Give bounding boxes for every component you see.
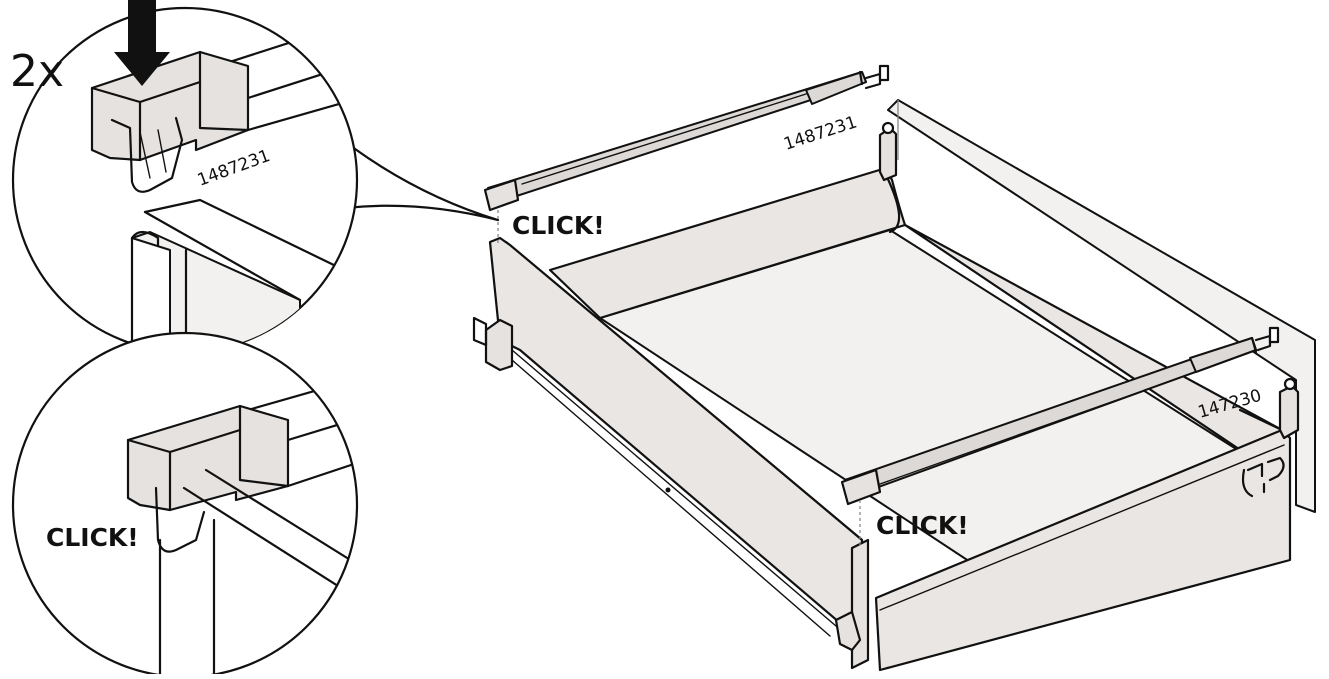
front-rail (840, 326, 1280, 506)
drawer-logo-icon (1241, 456, 1285, 498)
front-left-bracket (834, 610, 862, 652)
part-number-back-rail: 1487231 (781, 112, 859, 154)
click-label-detail: CLICK! (46, 523, 139, 552)
front-right-post (1278, 384, 1300, 440)
back-rail-clip (483, 178, 520, 212)
drawer-side-edge (131, 231, 301, 352)
drawer-front-panel (874, 428, 1292, 672)
front-rail-clip (840, 468, 882, 506)
click-label-front-rail: CLICK! (876, 511, 969, 540)
drawer-assembly (472, 64, 1316, 672)
back-right-post (878, 126, 898, 182)
detail-circle-top: 2x 1487231 (10, 0, 500, 354)
callout-pointer (316, 118, 500, 222)
quantity-label: 2x (10, 46, 64, 97)
rail-clip-snapped (126, 404, 290, 512)
detail-circle-bottom: CLICK! (11, 331, 359, 679)
press-down-arrow-icon (114, 0, 170, 86)
front-left-post (850, 538, 870, 670)
left-back-bracket (484, 318, 514, 372)
click-label-back-rail: CLICK! (512, 211, 605, 240)
back-rail (483, 64, 890, 212)
